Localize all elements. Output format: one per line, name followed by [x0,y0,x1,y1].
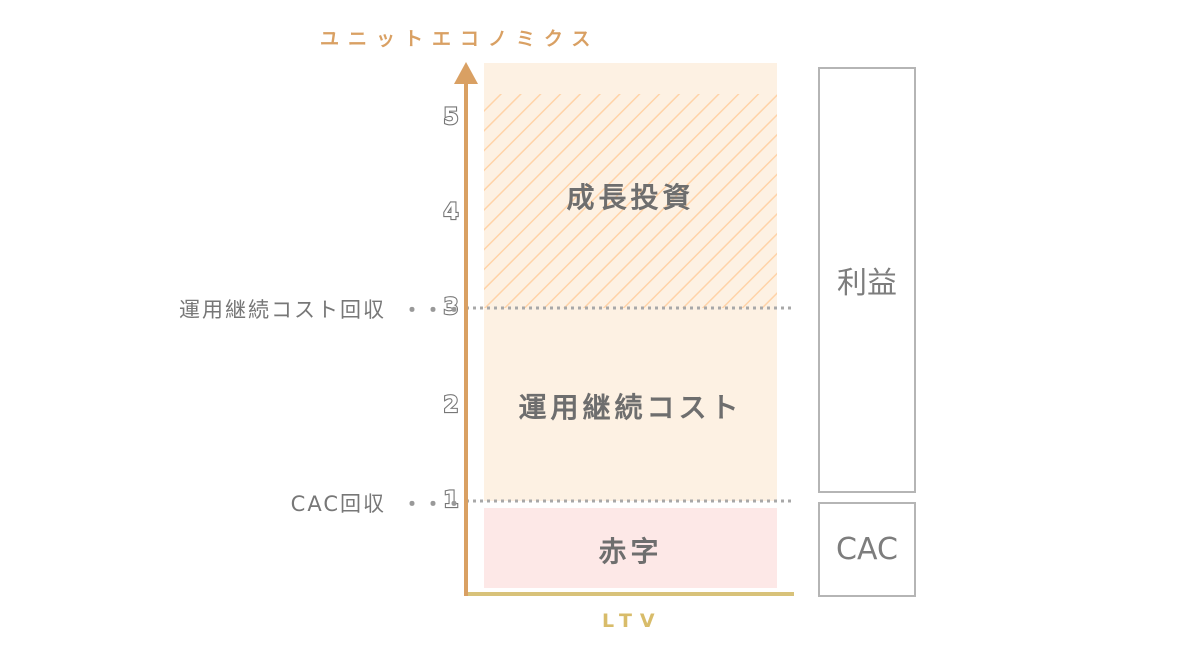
ref-dots-cac-recovery: ・・・ [402,492,465,516]
zone-label-operation: 運用継続コスト [518,391,743,424]
y-tick-2: 2 [442,392,460,419]
cac-label: CAC [836,532,898,567]
zone-label-growth: 成長投資 [566,181,695,214]
y-axis-arrow [454,62,478,84]
zone-operation [484,308,777,501]
profit-box: 利益 [818,67,916,493]
y-tick-1: 1 [442,487,460,514]
profit-label: 利益 [837,266,897,301]
y-tick-4: 4 [442,199,460,226]
zone-growth-hatch [484,94,777,308]
zone-label-deficit: 赤字 [598,535,663,568]
y-tick-5: 5 [442,104,460,131]
ref-label-operation-recovery: 運用継続コスト回収 [179,298,386,322]
y-axis-title: ユニットエコノミクス [320,28,600,50]
ref-label-cac-recovery: CAC回収 [290,492,386,516]
zone-deficit [484,508,777,588]
cac-box: CAC [818,502,916,597]
y-tick-3: 3 [442,294,460,321]
ref-dots-operation-recovery: ・・・ [402,298,465,322]
x-axis-title: LTV [602,610,663,632]
